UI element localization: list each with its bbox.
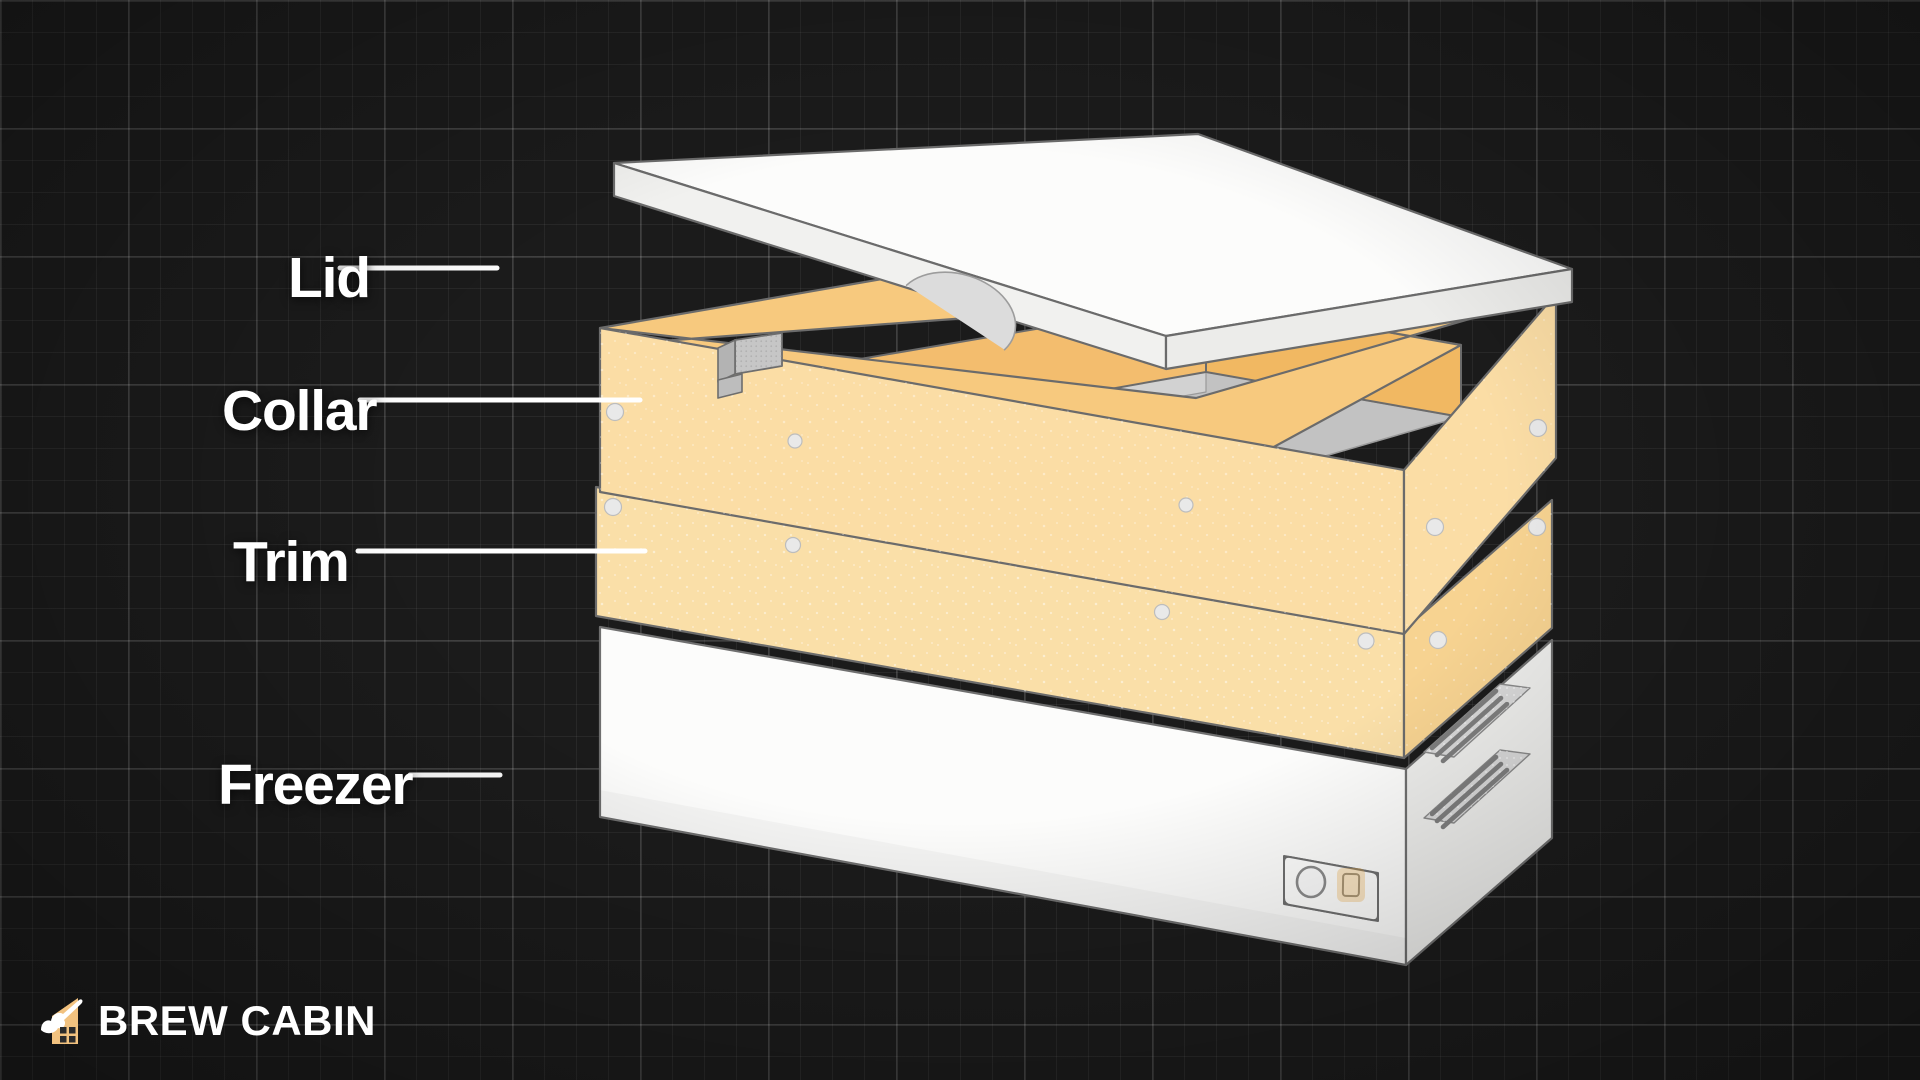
callout-label-lid: Lid <box>288 246 371 310</box>
brand-wordmark: BREW CABIN <box>98 997 376 1044</box>
cabin-icon <box>41 998 83 1044</box>
power-indicator <box>1341 872 1361 898</box>
brand-logo[interactable]: BREW CABIN <box>38 994 376 1048</box>
control-panel[interactable] <box>1283 855 1379 922</box>
part-trim <box>594 485 1554 760</box>
vent-panel-lower <box>1423 749 1531 830</box>
vent-panel-upper <box>1423 683 1531 764</box>
collar-fasteners <box>605 402 1548 537</box>
leader-lines <box>337 265 648 778</box>
lid-handle <box>905 271 1017 351</box>
hinge-bracket <box>717 332 783 399</box>
part-freezer <box>598 625 1554 967</box>
temperature-dial <box>1295 865 1327 899</box>
callout-label-collar: Collar <box>222 379 378 443</box>
part-lid <box>612 132 1574 371</box>
power-indicator-glow <box>1337 868 1365 902</box>
callout-label-trim: Trim <box>233 530 350 594</box>
callout-label-freezer: Freezer <box>218 753 414 817</box>
